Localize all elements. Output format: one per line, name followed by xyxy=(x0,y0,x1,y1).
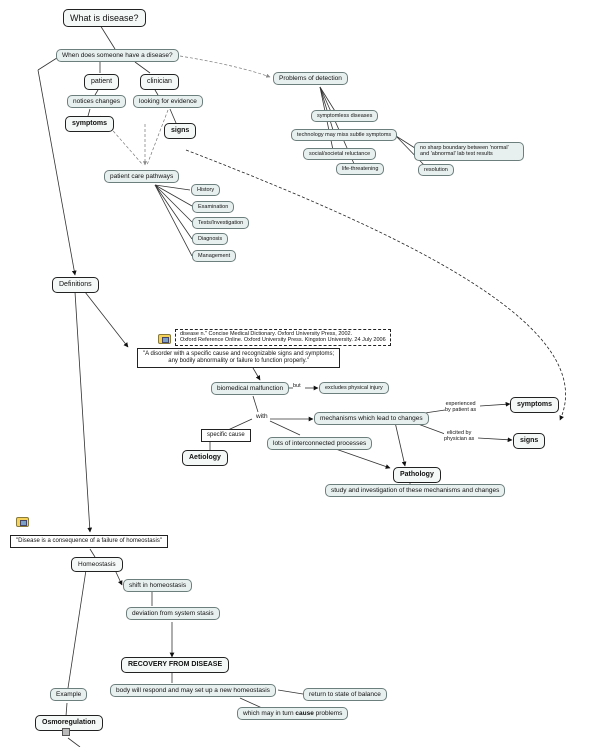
node-problems-detection[interactable]: Problems of detection xyxy=(273,72,348,86)
link-label-experienced: experienced by patient as xyxy=(445,401,477,414)
definition-quote-line-2: any bodily abnormality or failure to fun… xyxy=(168,357,309,364)
node-shift[interactable]: shift in homeostasis xyxy=(123,579,193,593)
node-notices-changes[interactable]: notices changes xyxy=(67,95,126,109)
node-when-disease[interactable]: When does someone have a disease? xyxy=(56,49,179,63)
node-homeostasis[interactable]: Homeostasis xyxy=(71,557,123,573)
node-symptomless[interactable]: symptomless diseases xyxy=(311,110,379,123)
node-pathology[interactable]: Pathology xyxy=(393,467,441,484)
node-recovery[interactable]: RECOVERY FROM DISEASE xyxy=(121,657,230,674)
node-technology[interactable]: technology may miss subtle symptoms xyxy=(291,129,398,142)
attachment-icon[interactable] xyxy=(62,728,70,736)
node-biomedical-malfunction[interactable]: biomedical malfunction xyxy=(211,382,290,396)
node-aetiology[interactable]: Aetiology xyxy=(182,450,228,467)
node-no-sharp-boundary[interactable]: no sharp boundary between 'normal' and '… xyxy=(414,142,524,161)
node-body-respond[interactable]: body will respond and may set up a new h… xyxy=(110,684,276,698)
link-label-but: but xyxy=(293,383,301,390)
which-may-text-pre: which may in turn xyxy=(243,710,296,717)
node-specific-cause[interactable]: specific cause xyxy=(201,429,251,442)
node-looking-for-evidence[interactable]: looking for evidence xyxy=(133,95,203,109)
image-resource-icon[interactable] xyxy=(16,517,29,527)
node-definitions[interactable]: Definitions xyxy=(52,277,99,294)
node-example[interactable]: Example xyxy=(50,688,88,702)
node-citation[interactable]: disease n." Concise Medical Dictionary. … xyxy=(175,329,391,346)
node-signs-mid[interactable]: signs xyxy=(513,433,546,450)
node-patient[interactable]: patient xyxy=(84,74,120,91)
experienced-line-2: by patient as xyxy=(445,407,477,414)
node-return-balance[interactable]: return to state of balance xyxy=(303,688,387,702)
node-mechanisms[interactable]: mechanisms which lead to changes xyxy=(314,412,429,426)
node-excludes-injury[interactable]: excludes physical injury xyxy=(319,382,389,395)
node-homeostasis-quote[interactable]: "Disease is a consequence of a failure o… xyxy=(10,535,169,548)
node-examination[interactable]: Examination xyxy=(192,201,235,214)
elicited-line-2: physician as xyxy=(444,436,475,443)
node-social[interactable]: social/societal reluctance xyxy=(303,148,377,161)
node-study[interactable]: study and investigation of these mechani… xyxy=(325,484,506,498)
node-what-is-disease[interactable]: What is disease? xyxy=(63,9,146,28)
which-may-text-post: problems xyxy=(313,710,343,717)
experienced-line-1: experienced xyxy=(445,401,476,407)
image-resource-icon[interactable] xyxy=(158,334,171,344)
node-resolution[interactable]: resolution xyxy=(418,164,454,177)
node-definition-quote[interactable]: "A disorder with a specific cause and re… xyxy=(137,348,341,368)
node-diagnosis[interactable]: Diagnosis xyxy=(192,233,229,246)
elicited-line-1: elicited by xyxy=(446,430,472,436)
node-signs-top[interactable]: signs xyxy=(164,123,197,140)
node-deviation[interactable]: deviation from system stasis xyxy=(126,607,220,621)
node-management[interactable]: Management xyxy=(192,250,237,263)
node-symptoms-top[interactable]: symptoms xyxy=(65,116,115,133)
node-life-threatening[interactable]: life-threatening xyxy=(336,163,385,176)
link-label-elicited: elicited by physician as xyxy=(444,430,475,443)
definition-quote-line-1: "A disorder with a specific cause and re… xyxy=(143,351,335,357)
node-interconnected[interactable]: lots of interconnected processes xyxy=(267,437,373,451)
which-may-text-bold: cause xyxy=(295,710,314,717)
node-patient-care-pathways[interactable]: patient care pathways xyxy=(104,170,180,184)
node-symptoms-mid[interactable]: symptoms xyxy=(510,397,560,414)
node-tests[interactable]: Tests/Investigation xyxy=(192,217,250,230)
node-history[interactable]: History xyxy=(191,184,221,197)
link-label-with: with xyxy=(256,413,268,421)
node-which-may-cause[interactable]: which may in turn cause problems xyxy=(237,707,349,721)
node-clinician[interactable]: clinician xyxy=(140,74,179,91)
citation-line-2: Oxford Reference Online. Oxford Universi… xyxy=(180,337,386,344)
citation-line-1: disease n." Concise Medical Dictionary. … xyxy=(180,331,353,337)
